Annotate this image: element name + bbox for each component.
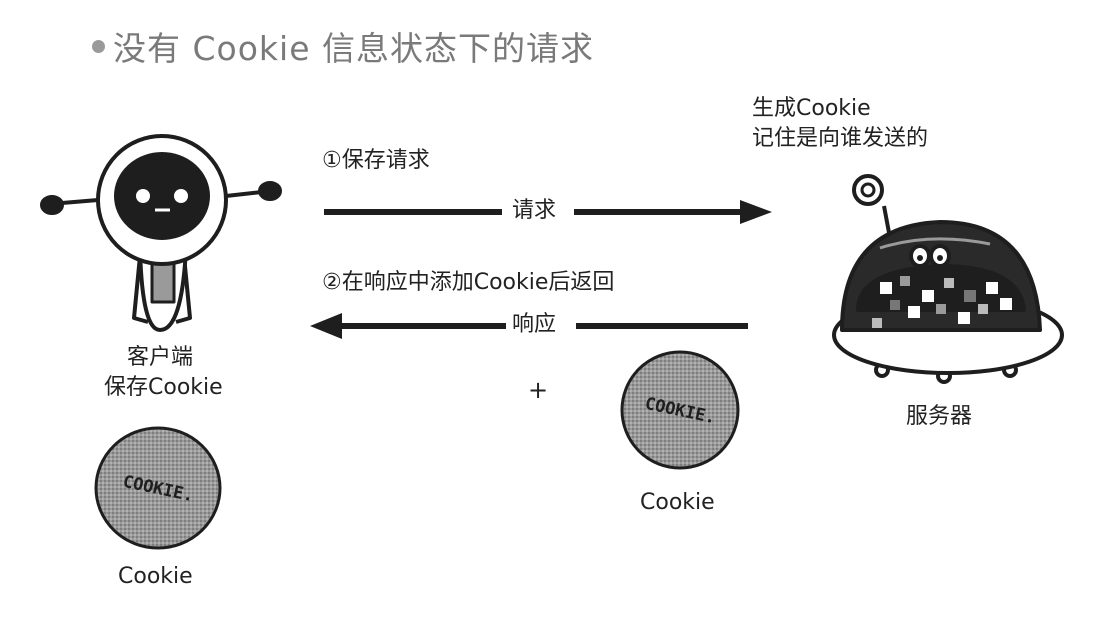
server-robot-icon xyxy=(832,174,1064,384)
response-arrow xyxy=(310,313,748,339)
left-cookie-icon: COOKIE. xyxy=(94,426,222,550)
client-label: 客户端 保存Cookie xyxy=(104,343,223,402)
server-note-line1: 生成Cookie xyxy=(752,96,871,121)
step2-label: ②在响应中添加Cookie后返回 xyxy=(322,270,615,295)
client-label-line2: 保存Cookie xyxy=(104,374,223,400)
server-note: 生成Cookie 记住是向谁发送的 xyxy=(752,94,928,153)
request-label: 请求 xyxy=(512,198,557,223)
client-label-line1: 客户端 xyxy=(126,345,193,370)
right-cookie-icon: COOKIE. xyxy=(620,350,740,470)
server-label: 服务器 xyxy=(906,404,973,429)
request-arrow xyxy=(324,200,772,224)
plus-sign: + xyxy=(528,376,549,404)
right-cookie-label: Cookie xyxy=(640,490,715,515)
left-cookie-label: Cookie xyxy=(118,564,193,589)
client-robot-icon xyxy=(40,134,282,332)
step1-label: ①保存请求 xyxy=(322,148,430,173)
response-label: 响应 xyxy=(512,312,557,337)
bullet-icon xyxy=(92,39,105,53)
server-note-line2: 记住是向谁发送的 xyxy=(752,125,929,151)
diagram-title: 没有 Cookie 信息状态下的请求 xyxy=(92,22,594,70)
title-text: 没有 Cookie 信息状态下的请求 xyxy=(113,29,594,68)
